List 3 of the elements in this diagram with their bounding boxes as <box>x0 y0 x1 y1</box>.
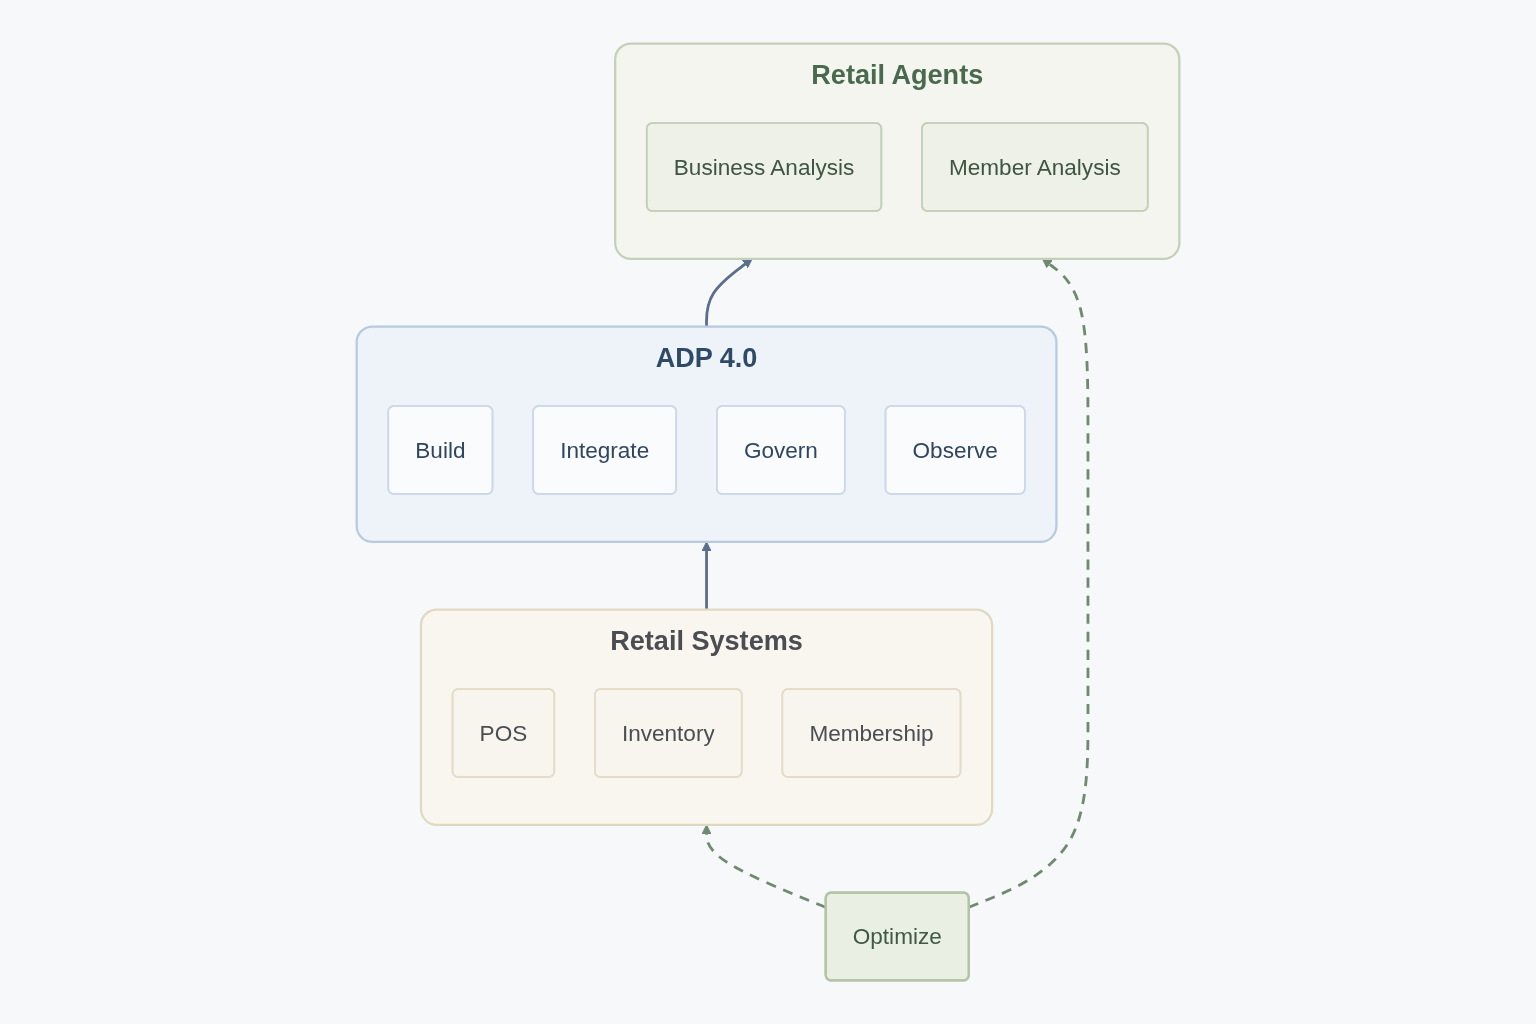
arrow <box>701 541 712 610</box>
arrow <box>968 258 1090 909</box>
arrow <box>705 258 753 327</box>
